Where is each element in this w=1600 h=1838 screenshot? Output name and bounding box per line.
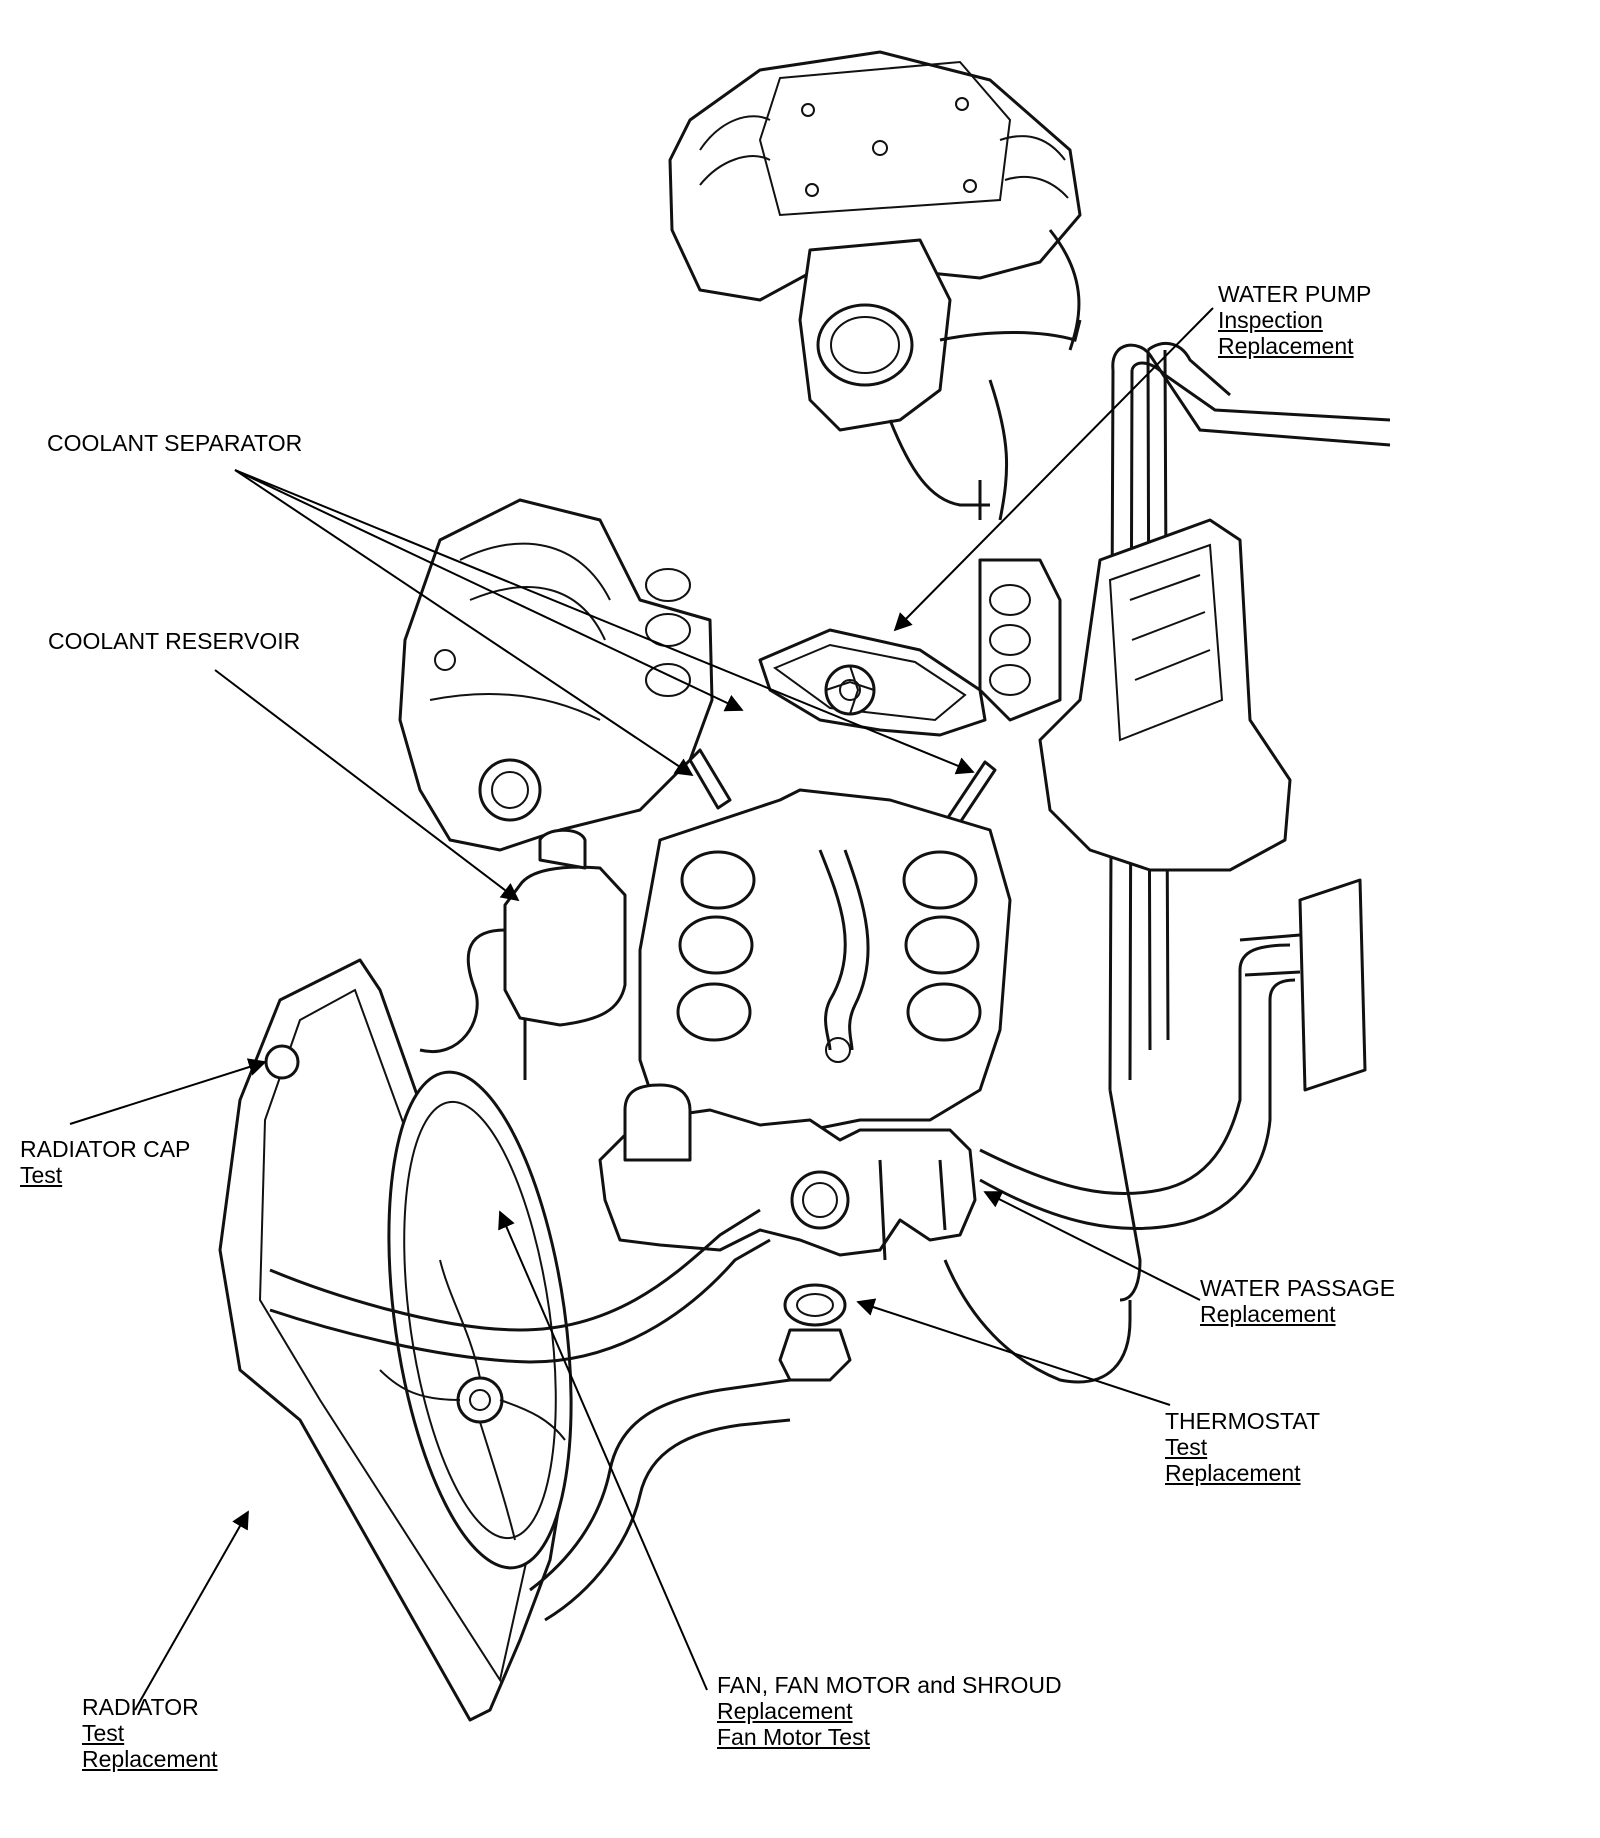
thermostat-label: THERMOSTAT: [1165, 1408, 1321, 1434]
intake-manifold-drawing: [668, 50, 1082, 521]
water-pump-replacement-link[interactable]: Replacement: [1218, 333, 1354, 359]
water-passage-callout: WATER PASSAGE Replacement: [1200, 1275, 1395, 1327]
coolant-reservoir-drawing: [419, 828, 627, 1080]
radiator-cap-label: RADIATOR CAP: [20, 1136, 191, 1162]
coolant-hoses-drawing: [269, 878, 1367, 1622]
engine-block-drawing: [638, 788, 1012, 1142]
right-cylinder-head-drawing: [978, 480, 1292, 872]
radiator-cap-test-link[interactable]: Test: [20, 1162, 63, 1188]
fan-label: FAN, FAN MOTOR and SHROUD: [717, 1672, 1062, 1698]
fan-replacement-link[interactable]: Replacement: [717, 1698, 853, 1724]
radiator-test-link[interactable]: Test: [82, 1720, 125, 1746]
water-pump-inspection-link[interactable]: Inspection: [1218, 307, 1323, 333]
water-pump-callout: WATER PUMP Inspection Replacement: [1218, 281, 1371, 359]
radiator-cap-callout: RADIATOR CAP Test: [20, 1136, 190, 1188]
thermostat-drawing: [778, 1283, 852, 1382]
thermostat-test-link[interactable]: Test: [1165, 1434, 1208, 1460]
radiator-replacement-link[interactable]: Replacement: [82, 1746, 218, 1772]
radiator-callout: RADIATOR Test Replacement: [82, 1694, 218, 1772]
coolant-reservoir-callout: COOLANT RESERVOIR: [48, 628, 300, 654]
coolant-separator-callout: COOLANT SEPARATOR: [47, 430, 302, 456]
radiator-drawing: [218, 958, 573, 1722]
fan-callout: FAN, FAN MOTOR and SHROUD Replacement Fa…: [717, 1672, 1062, 1750]
coolant-separator-label: COOLANT SEPARATOR: [47, 430, 303, 456]
left-cylinder-head-drawing: [398, 498, 714, 852]
thermostat-callout: THERMOSTAT Test Replacement: [1165, 1408, 1320, 1486]
water-passage-replacement-link[interactable]: Replacement: [1200, 1301, 1336, 1327]
leader-lines: [69, 307, 1214, 1711]
water-pump-label: WATER PUMP: [1218, 281, 1372, 307]
thermostat-replacement-link[interactable]: Replacement: [1165, 1460, 1301, 1486]
water-passage-label: WATER PASSAGE: [1200, 1275, 1396, 1301]
water-pump-drawing: [758, 628, 987, 737]
coolant-reservoir-label: COOLANT RESERVOIR: [48, 628, 301, 654]
fan-motor-test-link[interactable]: Fan Motor Test: [717, 1724, 870, 1750]
radiator-label: RADIATOR: [82, 1694, 199, 1720]
water-passage-drawing: [598, 1083, 977, 1261]
